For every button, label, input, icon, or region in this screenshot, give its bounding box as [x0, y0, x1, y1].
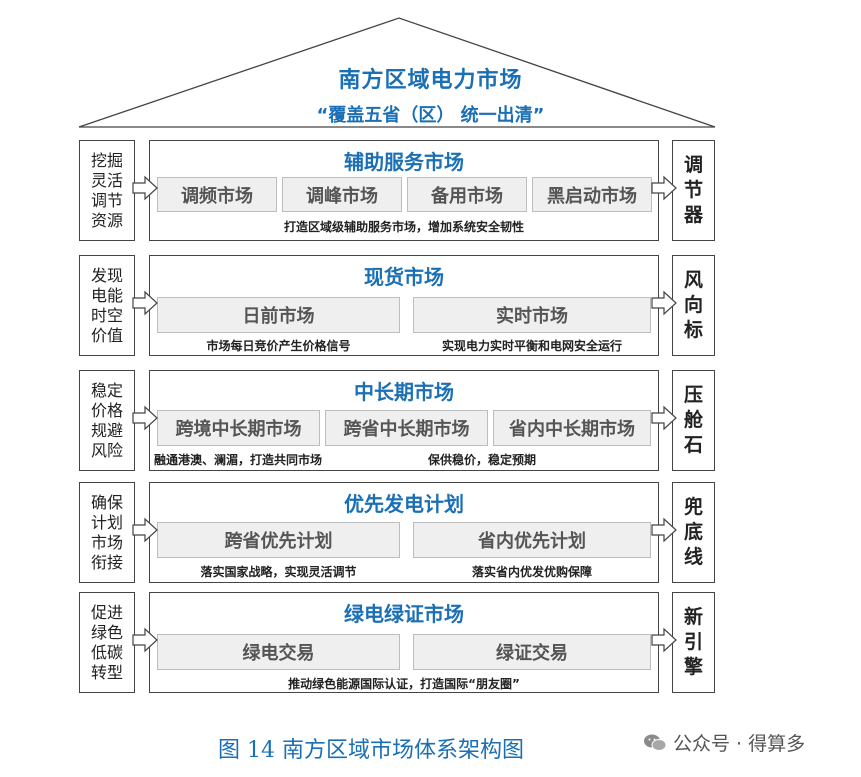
sub-market: 跨境中长期市场	[157, 410, 320, 446]
market-note: 市场每日竞价产生价格信号	[206, 339, 351, 353]
left-label: 促进绿色低碳转型	[90, 602, 123, 682]
right-box-row-2: 风向标	[672, 255, 715, 356]
figure-caption: 图 14 南方区域市场体系架构图	[218, 738, 524, 763]
left-label: 发现电能时空价值	[90, 265, 123, 345]
watermark: 公众号 · 得算多	[643, 729, 805, 756]
sub-market: 省内优先计划	[413, 522, 651, 558]
market-title: 现货市场	[364, 265, 444, 289]
watermark-text: 公众号 · 得算多	[673, 733, 806, 755]
sub-market: 调峰市场	[282, 177, 402, 212]
left-box-row-5: 促进绿色低碳转型	[79, 592, 135, 693]
sub-market: 日前市场	[157, 297, 400, 333]
right-box-row-5: 新引擎	[672, 592, 715, 693]
roof-title: 南方区域电力市场	[338, 68, 523, 93]
market-note: 落实国家战略，实现灵活调节	[200, 565, 357, 579]
sub-market: 绿证交易	[413, 634, 651, 670]
market-note: 融通港澳、澜湄，打造共同市场	[154, 453, 323, 467]
market-box-green-power: 绿电绿证市场 绿电交易 绿证交易 推动绿色能源国际认证，打造国际“朋友圈”	[149, 592, 659, 693]
left-box-row-4: 确保计划市场衔接	[79, 482, 135, 583]
right-box-row-1: 调节器	[672, 140, 715, 241]
left-box-row-2: 发现电能时空价值	[79, 255, 135, 356]
sub-market: 调频市场	[157, 177, 277, 212]
right-label: 新引擎	[683, 606, 703, 678]
market-title: 优先发电计划	[344, 492, 464, 516]
market-box-priority-generation: 优先发电计划 跨省优先计划 省内优先计划 落实国家战略，实现灵活调节 落实省内优…	[149, 482, 659, 583]
right-label: 调节器	[683, 154, 703, 226]
sub-market: 实时市场	[413, 297, 651, 333]
left-box-row-1: 挖掘灵活调节资源	[79, 140, 135, 241]
sub-market: 绿电交易	[157, 634, 400, 670]
roof-subtitle: “覆盖五省（区） 统一出清”	[316, 105, 545, 126]
market-box-medium-long-term: 中长期市场 跨境中长期市场 跨省中长期市场 省内中长期市场 融通港澳、澜湄，打造…	[149, 370, 659, 471]
market-title: 辅助服务市场	[344, 150, 464, 174]
market-title: 中长期市场	[354, 380, 454, 404]
right-box-row-3: 压舱石	[672, 370, 715, 471]
left-box-row-3: 稳定价格规避风险	[79, 370, 135, 471]
sub-market: 黑启动市场	[532, 177, 652, 212]
sub-market: 备用市场	[407, 177, 527, 212]
left-label: 稳定价格规避风险	[90, 380, 123, 460]
sub-market: 跨省优先计划	[157, 522, 400, 558]
market-note: 落实省内优发优购保障	[471, 565, 592, 579]
market-note: 打造区域级辅助服务市场，增加系统安全韧性	[283, 220, 524, 234]
market-title: 绿电绿证市场	[344, 602, 464, 626]
sub-market: 跨省中长期市场	[325, 410, 488, 446]
left-label: 确保计划市场衔接	[90, 492, 123, 572]
market-note: 实现电力实时平衡和电网安全运行	[441, 339, 622, 353]
sub-market: 省内中长期市场	[493, 410, 651, 446]
market-box-spot: 现货市场 日前市场 实时市场 市场每日竞价产生价格信号 实现电力实时平衡和电网安…	[149, 255, 659, 356]
market-note: 推动绿色能源国际认证，打造国际“朋友圈”	[288, 677, 520, 691]
wechat-icon	[644, 734, 667, 751]
roof-outline	[78, 17, 716, 128]
right-label: 风向标	[683, 269, 703, 341]
market-box-auxiliary: 辅助服务市场 调频市场 调峰市场 备用市场 黑启动市场 打造区域级辅助服务市场，…	[149, 140, 659, 241]
right-label: 压舱石	[683, 384, 703, 456]
right-label: 兜底线	[683, 496, 703, 568]
market-note: 保供稳价，稳定预期	[428, 453, 537, 467]
right-box-row-4: 兜底线	[672, 482, 715, 583]
left-label: 挖掘灵活调节资源	[90, 150, 123, 230]
